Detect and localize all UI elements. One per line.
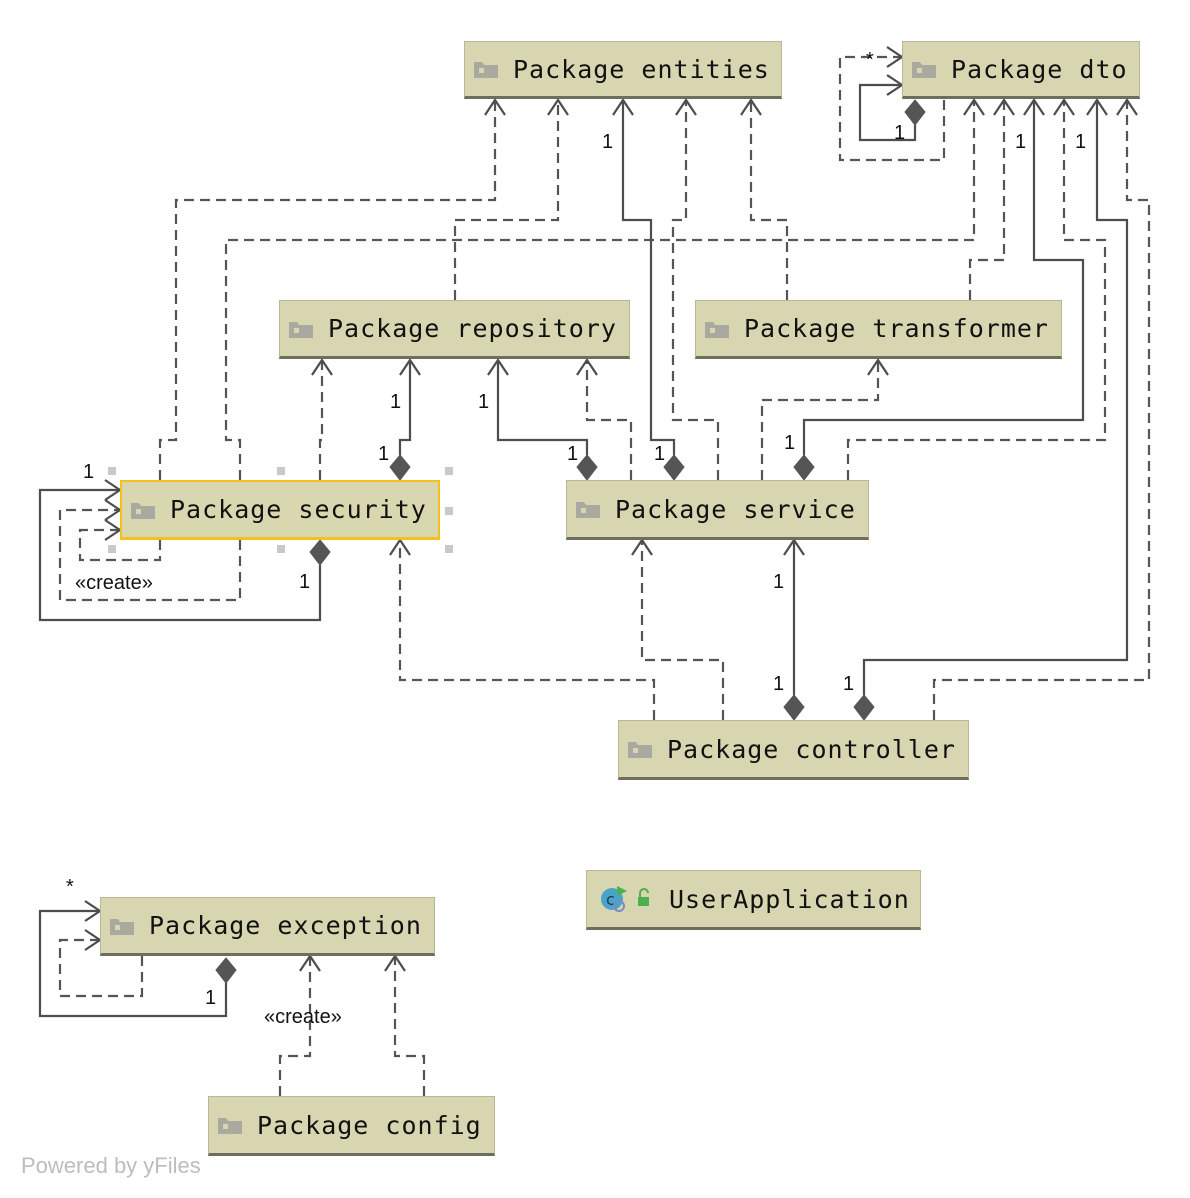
folder-icon	[110, 918, 134, 935]
user-application-label: UserApplication	[669, 884, 910, 914]
edge-security-self-composition[interactable]	[38, 479, 331, 622]
multiplicity-label: 1	[378, 443, 389, 465]
package-exception-label: Package exception	[149, 911, 422, 940]
edge-security-entities[interactable]	[158, 98, 506, 480]
selection-handle[interactable]	[445, 545, 453, 553]
multiplicity-label: 1	[602, 131, 613, 153]
package-transformer-label: Package transformer	[744, 314, 1049, 343]
edge-service-dto[interactable]	[793, 98, 1085, 481]
folder-icon	[576, 502, 600, 518]
selection-handle[interactable]	[108, 545, 116, 553]
package-entities-node[interactable]: Package entities	[464, 41, 782, 99]
selection-handle[interactable]	[108, 467, 116, 475]
multiplicity-label: 1	[299, 571, 310, 593]
edge-config-exception[interactable]	[384, 954, 426, 1096]
multiplicity-many-label: *	[866, 49, 874, 71]
folder-icon	[705, 321, 729, 338]
package-exception-node[interactable]: Package exception	[100, 897, 435, 956]
selection-handle[interactable]	[445, 467, 453, 475]
multiplicity-label: 1	[894, 122, 905, 144]
multiplicity-label: 1	[478, 391, 489, 413]
multiplicity-label: 1	[654, 443, 665, 465]
package-security-label: Package security	[170, 495, 427, 524]
edge-security-dto[interactable]	[224, 98, 985, 480]
package-config-node[interactable]: Package config	[208, 1096, 495, 1156]
folder-icon	[474, 62, 498, 78]
package-controller-label: Package controller	[667, 734, 956, 764]
edge-service-repository-dep[interactable]	[576, 358, 633, 480]
package-transformer-node[interactable]: Package transformer	[695, 300, 1062, 359]
folder-icon	[912, 62, 936, 78]
multiplicity-label: 1	[390, 391, 401, 413]
edge-security-repository[interactable]	[389, 358, 421, 481]
multiplicity-label: 1	[83, 461, 94, 483]
package-entities-label: Package entities	[513, 54, 770, 84]
edge-service-transformer[interactable]	[760, 358, 889, 480]
edge-controller-dto-dep[interactable]	[932, 98, 1151, 720]
package-repository-label: Package repository	[328, 314, 617, 343]
multiplicity-label: 1	[205, 987, 216, 1009]
package-dto-label: Package dto	[951, 54, 1128, 84]
multiplicity-label: 1	[567, 443, 578, 465]
yfiles-watermark: Powered by yFiles	[21, 1153, 201, 1178]
folder-icon	[628, 742, 652, 758]
edge-controller-service-dep[interactable]	[631, 538, 725, 720]
edge-controller-dto[interactable]	[853, 98, 1129, 721]
multiplicity-label: 1	[843, 673, 854, 695]
multiplicity-label: 1	[773, 571, 784, 593]
package-config-label: Package config	[257, 1110, 482, 1140]
folder-icon	[218, 1118, 242, 1134]
folder-icon	[131, 502, 155, 519]
package-repository-node[interactable]: Package repository	[279, 300, 630, 359]
create-stereotype-label: «create»	[75, 572, 153, 594]
user-application-node[interactable]: c UserApplication	[586, 870, 921, 930]
selection-handle[interactable]	[445, 507, 453, 515]
multiplicity-label: 1	[1075, 131, 1086, 153]
selection-handle[interactable]	[277, 467, 285, 475]
multiplicity-label: 1	[773, 673, 784, 695]
package-service-node[interactable]: Package service	[566, 480, 869, 540]
edge-controller-security[interactable]	[389, 538, 656, 720]
edge-repository-entities[interactable]	[453, 98, 569, 300]
edge-controller-service[interactable]	[783, 538, 805, 721]
multiplicity-label: 1	[784, 432, 795, 454]
edge-service-repository[interactable]	[487, 358, 598, 481]
spring-app-icon: c	[601, 886, 649, 912]
edge-transformer-entities[interactable]	[740, 98, 789, 300]
svg-text:c: c	[606, 890, 615, 909]
package-security-node[interactable]: Package security	[120, 480, 440, 540]
package-controller-node[interactable]: Package controller	[618, 720, 969, 780]
package-dto-node[interactable]: Package dto	[902, 41, 1140, 99]
folder-icon	[289, 321, 313, 338]
multiplicity-label: 1	[1015, 131, 1026, 153]
multiplicity-many-label: *	[66, 876, 74, 898]
edge-security-repository-dep[interactable]	[311, 358, 333, 480]
edge-service-entities[interactable]	[612, 98, 685, 481]
edge-exception-self-composition[interactable]	[38, 900, 237, 1018]
edge-dto-self-composition[interactable]	[858, 74, 926, 142]
package-service-label: Package service	[615, 494, 856, 524]
selection-handle[interactable]	[277, 545, 285, 553]
create-stereotype-label: «create»	[264, 1006, 342, 1028]
edge-transformer-dto[interactable]	[968, 98, 1015, 300]
edge-service-dto-dep[interactable]	[846, 98, 1107, 480]
edge-config-exception-create[interactable]	[278, 954, 321, 1096]
edge-service-entities-dep[interactable]	[671, 98, 720, 480]
